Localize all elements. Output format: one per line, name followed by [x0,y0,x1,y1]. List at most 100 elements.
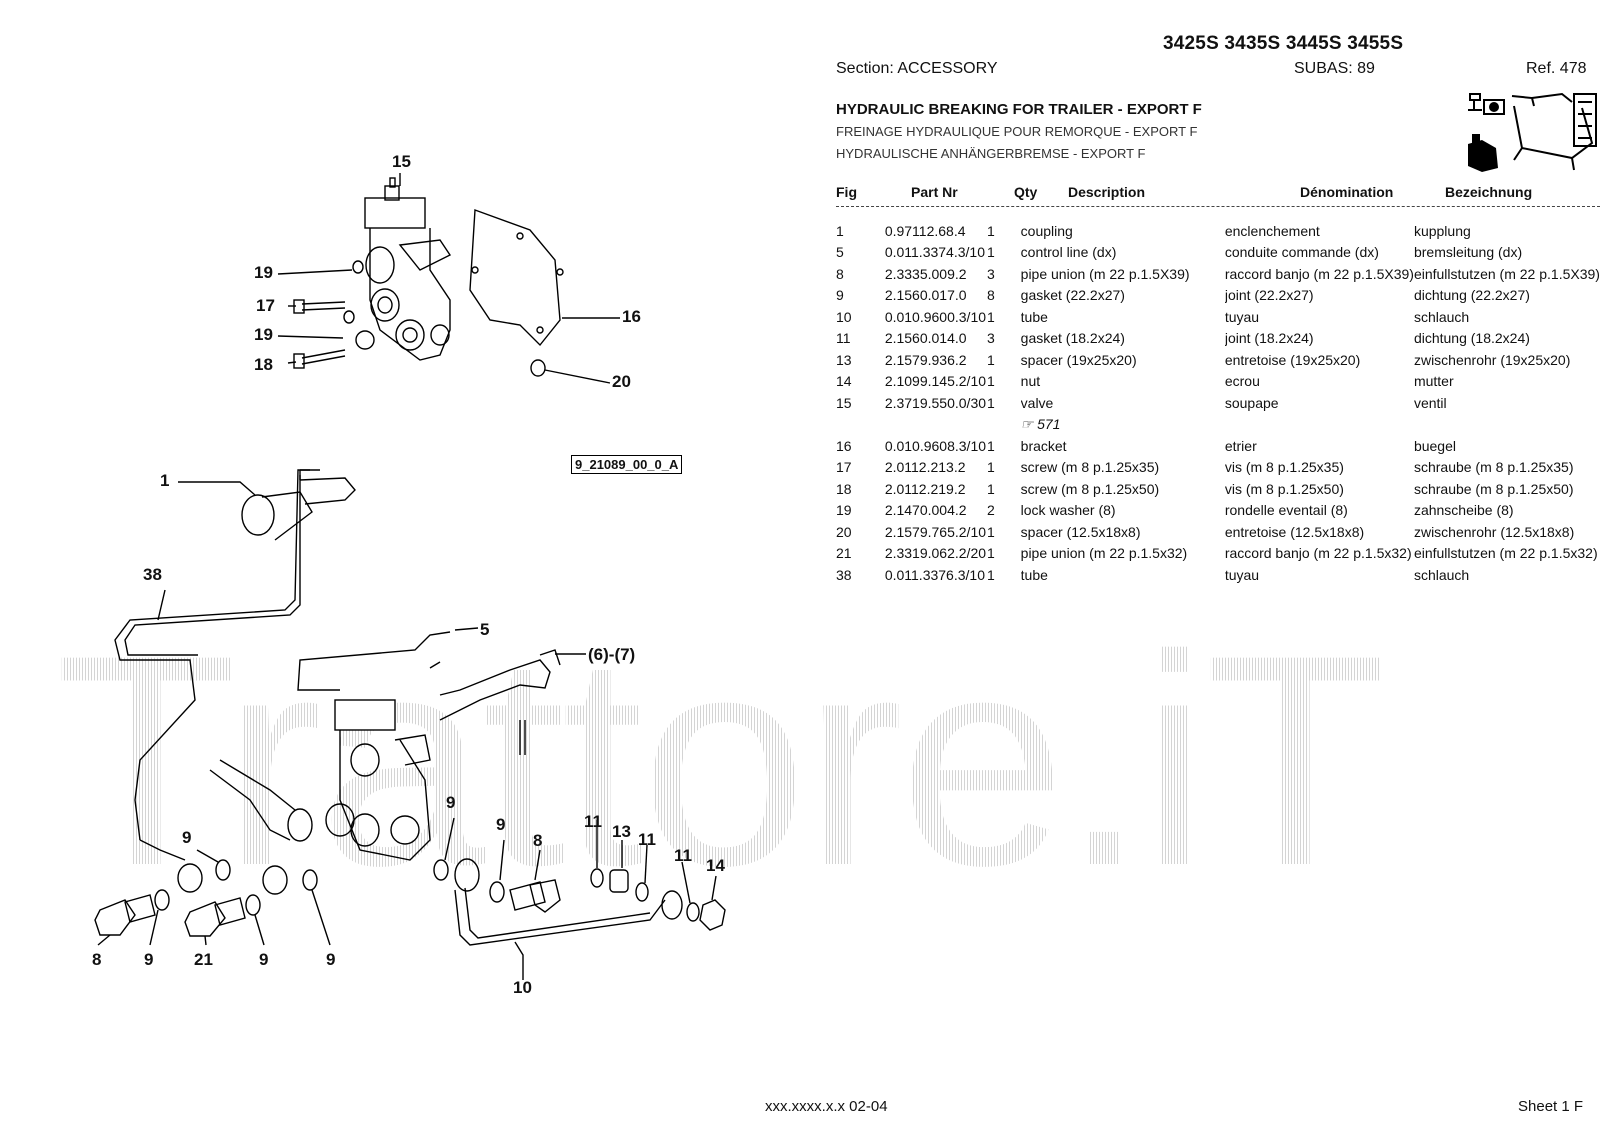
cell-fig: 15 [836,394,852,411]
cell-denomination: raccord banjo (m 22 p.1.5X39) [1224,265,1414,282]
cell-qty: 1 [987,480,995,497]
callout-16: 16 [622,307,641,326]
callout-38: 38 [143,565,162,584]
callout-18: 18 [254,355,273,374]
cell-fig [836,414,885,436]
cell-fig: 18 [836,480,852,497]
cell-part-number: 2.1470.004.2 [884,502,967,519]
cell-part-number [885,414,987,436]
cell-description: screw (m 8 p.1.25x50) [1020,480,1160,497]
callout-9c: 9 [182,828,192,847]
cell-fig: 19 [836,502,852,519]
callout-1: 1 [160,471,170,490]
cell-bezeichnung: buegel [1413,437,1456,454]
cell-qty: 1 [987,545,995,562]
cell-denomination: etrier [1224,437,1257,454]
sheet-number: Sheet 1 F [1518,1098,1584,1115]
callout-11b: 11 [638,830,656,849]
cell-fig: 10 [836,308,852,325]
cell-denomination: soupape [1224,394,1279,411]
cell-fig: 5 [836,244,844,261]
cell-qty: 1 [987,394,995,411]
tractor-thumbnail-icon [1468,92,1597,172]
cell-fig: 16 [836,437,852,454]
cell-qty: 1 [987,523,995,540]
cell-fig: 17 [836,459,852,476]
cell-description: gasket (18.2x24) [1020,330,1125,347]
callout-10: 10 [513,978,532,997]
cell-description: gasket (22.2x27) [1020,287,1125,304]
subas-label: SUBAS: 89 [1294,60,1375,77]
cell-bezeichnung: zwischenrohr (19x25x20) [1413,351,1571,368]
cell-part-number: 0.010.9608.3/10 [884,437,987,454]
cell-denomination: joint (22.2x27) [1224,287,1314,304]
cell-part-number: 2.3335.009.2 [884,265,967,282]
callout-19a: 19 [254,263,273,282]
cell-fig: 21 [836,545,852,562]
header-rule [836,206,1600,207]
callout-20: 20 [612,372,631,391]
title-german: HYDRAULISCHE ANHÄNGERBREMSE - EXPORT F [836,146,1146,161]
callout-14: 14 [706,856,725,875]
cell-qty: 3 [987,330,995,347]
cell-qty: 2 [987,502,995,519]
cell-qty: 1 [987,566,995,583]
callout-6-7: (6)-(7) [588,645,636,664]
cell-qty [987,414,1021,436]
cell-description: bracket [1020,437,1067,454]
cell-part-number: 0.97112.68.4 [884,222,966,239]
cell-qty: 1 [987,222,995,239]
cell-bezeichnung: zwischenrohr (12.5x18x8) [1413,523,1575,540]
cell-description: valve [1020,394,1054,411]
cell-description: coupling [1020,222,1073,239]
cell-bezeichnung: schlauch [1413,566,1470,583]
cell-fig: 9 [836,287,844,304]
cell-denomination: enclenchement [1224,222,1320,239]
cell-denomination: entretoise (19x25x20) [1224,351,1361,368]
cell-bezeichnung: mutter [1413,373,1454,390]
callout-15: 15 [392,152,411,171]
cell-fig: 38 [836,566,852,583]
cell-bezeichnung: einfullstutzen (m 22 p.1.5X39) [1413,265,1600,282]
section-label: Section: ACCESSORY [836,60,998,77]
cell-part-number: 2.0112.213.2 [884,459,966,476]
callout-8a: 8 [533,831,543,850]
title-english: HYDRAULIC BREAKING FOR TRAILER - EXPORT … [836,101,1202,118]
callout-5: 5 [480,620,490,639]
cell-description: lock washer (8) [1020,502,1116,519]
ref-label: Ref. 478 [1526,60,1587,77]
col-fig-header: Fig [836,184,857,200]
cell-fig: 14 [836,373,852,390]
cell-qty: 3 [987,265,995,282]
callout-11c: 11 [674,846,692,865]
cell-denomination: conduite commande (dx) [1224,244,1379,261]
cell-qty: 1 [987,308,995,325]
cell-description: nut [1020,373,1041,390]
cell-denomination: tuyau [1224,308,1260,325]
callout-9a: 9 [446,793,456,812]
callout-19b: 19 [254,325,273,344]
cell-part-number: 2.1099.145.2/10 [884,373,987,390]
cell-qty: 8 [987,287,995,304]
callout-8b: 8 [92,950,102,969]
cell-bezeichnung: schraube (m 8 p.1.25x50) [1413,480,1574,497]
col-bez-header: Bezeichnung [1445,184,1533,200]
cell-description: tube [1020,566,1048,583]
cell-denomination: tuyau [1224,566,1260,583]
cell-fig: 8 [836,265,844,282]
cell-description: ☞ 571 [1020,415,1061,432]
cell-bezeichnung: zahnscheibe (8) [1413,502,1514,519]
cell-denomination: vis (m 8 p.1.25x35) [1224,459,1344,476]
cell-denomination: vis (m 8 p.1.25x50) [1224,480,1344,497]
